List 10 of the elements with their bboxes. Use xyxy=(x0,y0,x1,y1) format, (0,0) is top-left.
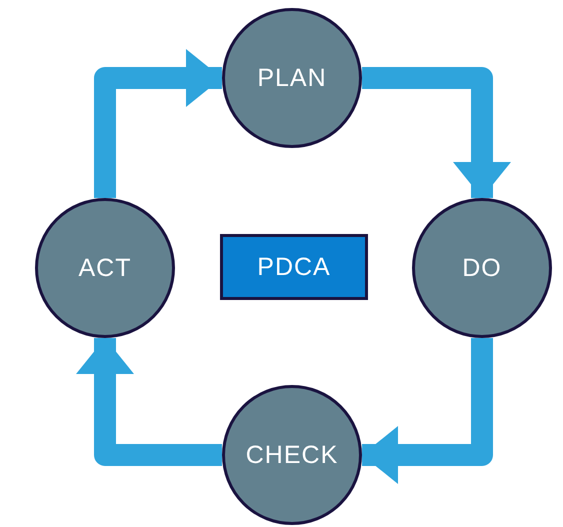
node-label: DO xyxy=(462,254,502,282)
node-label: PLAN xyxy=(257,64,327,92)
arrow xyxy=(362,67,511,198)
node-label: ACT xyxy=(78,254,132,282)
arrow xyxy=(94,49,222,198)
node-label: CHECK xyxy=(246,440,338,470)
arrow xyxy=(76,338,222,466)
arrow xyxy=(362,338,493,484)
title-box xyxy=(220,234,368,300)
node-label: PDCA xyxy=(257,252,331,282)
